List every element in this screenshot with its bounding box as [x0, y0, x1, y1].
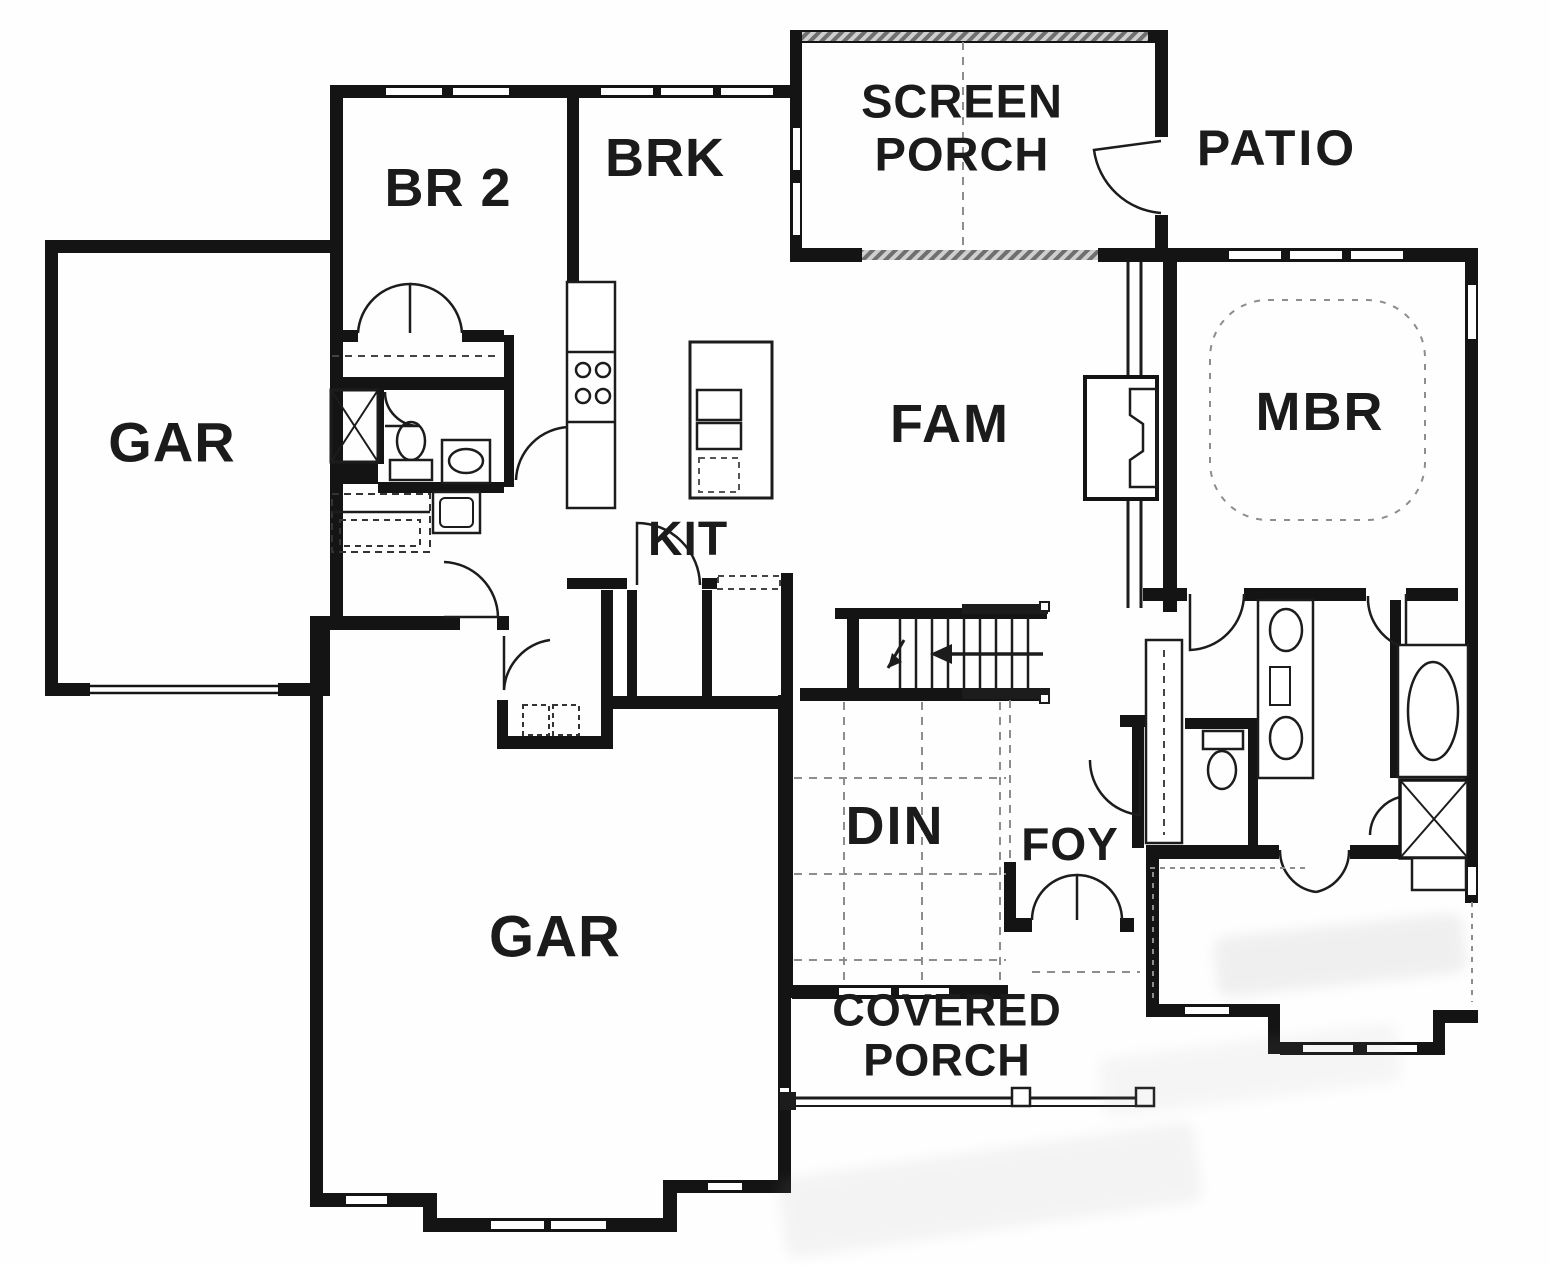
porch-column [1134, 1086, 1156, 1108]
vanity-sink-icon [1268, 607, 1304, 653]
utility-sink [431, 490, 482, 535]
fireplace [1083, 262, 1159, 608]
screen-wall-hatch [802, 32, 1148, 260]
linen-cabinet [1410, 856, 1468, 892]
toilet-icon [395, 420, 427, 462]
tub [1396, 643, 1470, 779]
porch-column [1010, 1086, 1032, 1108]
bath2-fixtures [329, 355, 500, 485]
vanity-sink-icon [1268, 715, 1304, 761]
room-label-patio: PATIO [1196, 120, 1358, 176]
range-burners-icon [574, 361, 612, 405]
stair-direction-arrow [886, 639, 1043, 669]
staircase [886, 601, 1050, 704]
island-sink [695, 388, 743, 422]
door-swings [356, 139, 1408, 921]
double-vanity [1256, 598, 1315, 780]
room-label-garage-left: GAR [108, 410, 236, 474]
room-label-kitchen: KIT [647, 513, 729, 567]
garage-door-left [90, 684, 278, 695]
dashed-guides [794, 42, 1473, 1002]
tub-icon [1406, 660, 1460, 762]
room-label-screen-porch: SCREEN PORCH [861, 74, 1063, 180]
toilet-icon [1206, 749, 1238, 791]
kitchen-island [688, 340, 774, 500]
sink-icon [447, 447, 485, 475]
porch-edge [780, 1086, 1156, 1110]
room-label-brk: BRK [605, 127, 725, 188]
walls [45, 30, 1478, 1232]
room-label-master-bedroom: MBR [1255, 381, 1385, 442]
room-label-covered-porch: COVERED PORCH [832, 984, 1062, 1086]
pantry-shelves [717, 575, 781, 590]
shower-icon [329, 388, 380, 464]
laundry-appliances [331, 490, 482, 553]
room-label-foyer: FOY [1021, 818, 1119, 871]
room-label-dining: DIN [845, 795, 945, 856]
garage-steps [522, 704, 580, 736]
room-label-family: FAM [890, 393, 1010, 454]
room-label-br2: BR 2 [384, 157, 512, 218]
room-label-garage-main: GAR [489, 904, 621, 970]
master-bath [1144, 598, 1470, 892]
